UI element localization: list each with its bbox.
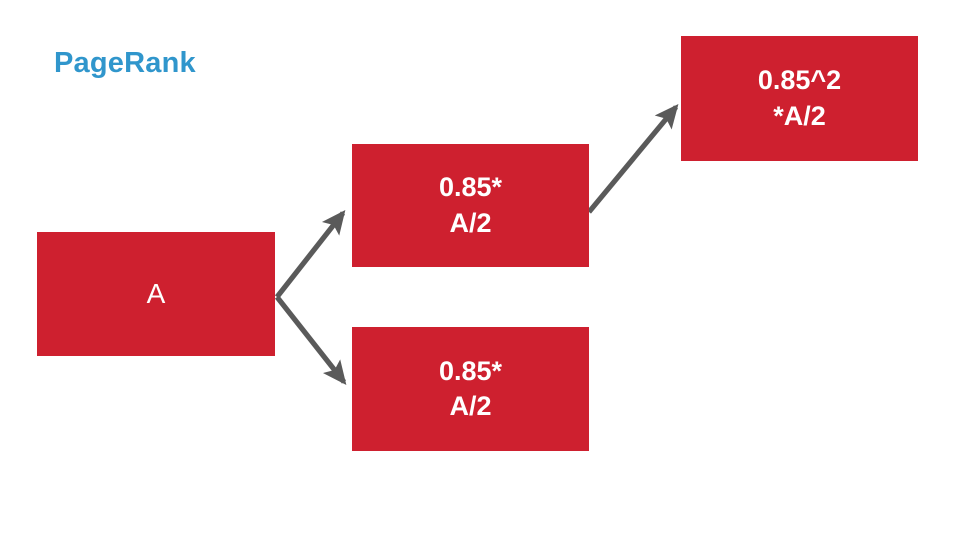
node-c-line-2: A/2 (449, 391, 492, 421)
edge-b-to-d (586, 104, 679, 214)
node-c[interactable]: 0.85* A/2 (352, 327, 589, 451)
node-d[interactable]: 0.85^2 *A/2 (681, 36, 918, 161)
node-b[interactable]: 0.85* A/2 (352, 144, 589, 267)
node-b-line-1: 0.85* (438, 172, 503, 203)
edge-a-to-b (274, 209, 346, 299)
edge-a-to-c (274, 295, 347, 386)
node-d-line-1: 0.85^2 (757, 65, 842, 96)
node-c-line-1: 0.85* (438, 355, 503, 386)
node-a-line-1: A (146, 277, 166, 309)
node-d-line-2: *A/2 (773, 100, 826, 131)
node-a[interactable]: A (37, 232, 275, 356)
page-title: PageRank (54, 47, 196, 79)
node-b-line-2: A/2 (449, 207, 492, 238)
